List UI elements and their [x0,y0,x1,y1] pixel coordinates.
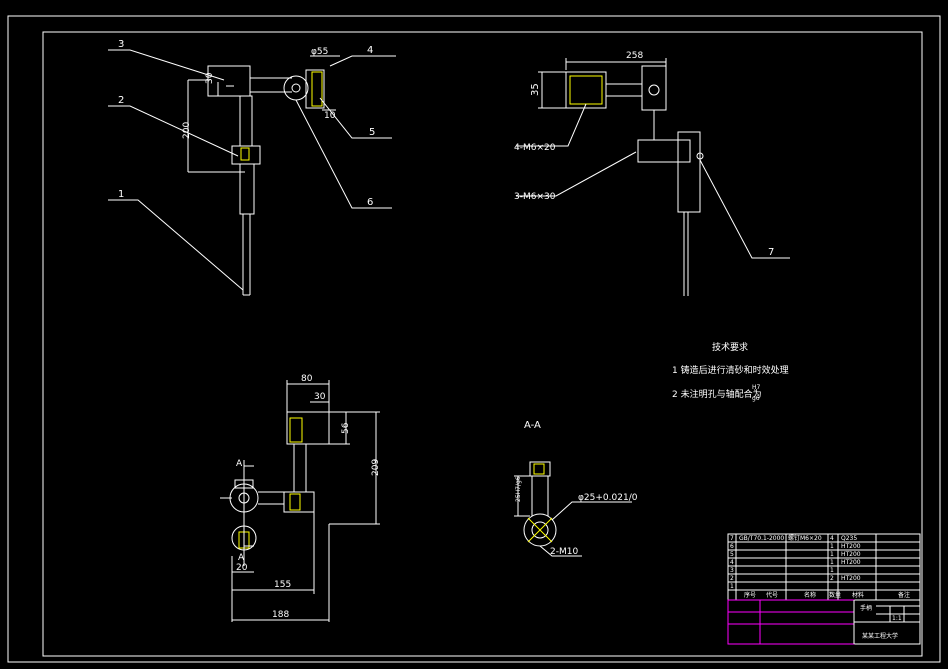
parts-cell-no: 2 [730,575,734,582]
parts-cell-qty: 2 [830,575,834,582]
header-mat: 材料 [852,591,864,599]
parts-cell-mat: HT200 [841,575,861,582]
parts-cell-no: 4 [730,559,734,566]
tech-fit-num: H7 [752,384,761,391]
section-view [514,461,632,557]
callout-1: 1 [118,189,124,200]
view-top-right [516,58,790,296]
dim-200: 200 [182,122,192,139]
parts-cell-qty: 1 [830,551,834,558]
parts-cell-mat: Q235 [841,535,857,542]
parts-cell-qty: 1 [830,559,834,566]
dim-35: 35 [530,83,541,96]
dim-10: 10 [324,111,336,121]
dim-209: 209 [371,459,381,476]
section-thread: 2-M10 [550,547,578,557]
parts-cell-name: 螺钉M6×20 [788,534,822,542]
dim-30: 30 [205,72,215,84]
dim-30b: 30 [314,392,326,402]
outer-border [7,15,941,663]
parts-cell-qty: 1 [830,567,834,574]
parts-cell-code: GB/T70.1-2000 [739,535,784,542]
header-note: 备注 [898,591,910,599]
drawing-scale: 1:1 [892,615,902,622]
section-mark-a-top: A [236,459,243,469]
dim-258: 258 [626,51,643,61]
section-fit: 25H7/g6 [515,476,522,502]
parts-cell-mat: HT200 [841,543,861,550]
parts-cell-no: 3 [730,567,734,574]
parts-cell-qty: 1 [830,543,834,550]
parts-cell-mat: HT200 [841,551,861,558]
tech-fit-den: g6 [752,395,760,402]
bolt-label-3-m6x30: 3-M6×30 [514,192,556,202]
callout-2: 2 [118,95,124,106]
tech-title: 技术要求 [712,341,748,353]
dim-155: 155 [274,580,291,590]
section-mark-a-bottom: A [238,553,245,563]
header-no: 序号 [744,591,756,599]
parts-cell-qty: 4 [830,535,834,542]
header-code: 代号 [766,591,778,599]
parts-cell-no: 7 [730,535,734,542]
parts-cell-mat: HT200 [841,559,861,566]
callout-7: 7 [768,247,774,258]
section-title: A-A [524,420,541,431]
callout-6: 6 [367,197,373,208]
callout-3: 3 [118,39,124,50]
header-name: 名称 [804,591,816,599]
dim-56: 56 [341,422,351,434]
dim-phi55: φ55 [311,47,328,57]
inner-border [42,31,923,657]
view-bottom-left [220,380,380,622]
parts-cell-no: 1 [730,583,734,590]
tech-line-1: 1 铸造后进行清砂和时效处理 [672,364,789,376]
section-bore: φ25+0.021/0 [578,493,638,503]
parts-cell-no: 5 [730,551,734,558]
dim-20: 20 [236,563,248,573]
view-top-left [108,49,396,296]
company-name: 某某工程大学 [862,632,898,640]
bolt-label-4-m6x20: 4-M6×20 [514,143,556,153]
dim-188: 188 [272,610,289,620]
callout-5: 5 [369,127,375,138]
drawing-title: 手柄 [860,604,872,612]
title-block [727,533,921,645]
callout-4: 4 [367,45,373,56]
dim-80: 80 [301,374,313,384]
parts-cell-no: 6 [730,543,734,550]
header-qty: 数量 [829,591,841,599]
tech-line-2: 2 未注明孔与轴配合为 [672,388,762,400]
